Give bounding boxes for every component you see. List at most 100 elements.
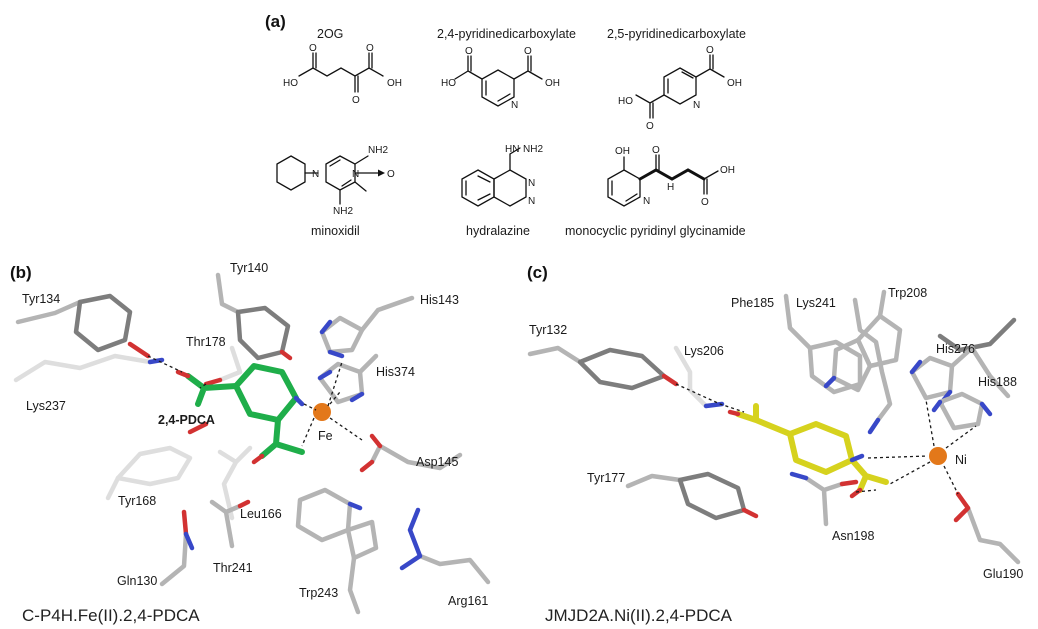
label-arg161: Arg161 [448,594,488,608]
metal-fe [313,403,331,421]
panel-a-label: (a) [265,12,286,31]
svg-text:OH: OH [727,78,742,89]
svg-text:N: N [693,100,700,111]
svg-text:O: O [352,95,360,106]
residue-thr241 [209,499,251,549]
ligand-24-pdca-c [727,403,889,499]
residue-his188 [931,345,1011,431]
label-his374: His374 [376,365,415,379]
label-tyr140: Tyr140 [230,261,268,275]
label-glu190: Glu190 [983,567,1023,581]
ligand-24-pdca-b [175,363,305,465]
bond-tyr134-pdca [147,355,183,373]
svg-text:NH2: NH2 [368,145,388,156]
structure-24-pdca: HO O O OH N [441,46,560,111]
structure-minoxidil: N N NH2 O NH2 [276,145,395,217]
residue-leu166 [217,445,253,521]
svg-text:O: O [701,197,709,208]
label-metal-fe: Fe [318,429,333,443]
structure-glycinamide: OH O H N O OH [607,145,735,208]
svg-text:N: N [312,169,319,180]
label-tyr132: Tyr132 [529,323,567,337]
svg-text:O: O [387,169,395,180]
residue-gln130 [159,509,195,587]
svg-text:O: O [465,46,473,57]
residue-his276 [909,317,1017,405]
residue-arg161 [399,507,491,585]
svg-text:N: N [528,196,535,207]
svg-text:NH2: NH2 [333,206,353,217]
label-tyr177: Tyr177 [587,471,625,485]
residue-lys237 [13,353,165,383]
svg-text:HN: HN [505,144,519,155]
svg-text:N: N [528,178,535,189]
compound-name-24-pdca: 2,4-pyridinedicarboxylate [437,27,576,41]
structure-hydralazine: HN NH2 N N [461,144,543,207]
svg-text:O: O [706,45,714,56]
label-thr241: Thr241 [213,561,253,575]
compound-name-glycinamide: monocyclic pyridinyl glycinamide [565,224,746,238]
compound-name-2og: 2OG [317,27,343,41]
svg-text:O: O [309,43,317,54]
residue-tyr134 [15,293,151,359]
residue-tyr132 [527,345,679,391]
residue-asp145 [359,433,463,473]
panel-a: (a) 2OG 2,4-pyridinedicarboxylate 2,5-py… [265,12,746,238]
residue-tyr168 [105,421,209,501]
label-tyr168: Tyr168 [118,494,156,508]
residue-tyr140 [215,272,293,361]
compound-name-hydralazine: hydralazine [466,224,530,238]
residue-thr178 [203,345,243,387]
svg-text:OH: OH [615,146,630,157]
label-trp208: Trp208 [888,286,927,300]
label-lys241: Lys241 [796,296,836,310]
label-asn198: Asn198 [832,529,874,543]
residue-lys206 [673,345,725,409]
svg-text:H: H [667,182,674,193]
panel-b: (b) [10,261,491,625]
structure-25-pdca: HO O OH O N [618,45,742,132]
label-ligand-24-pdca: 2,4-PDCA [158,413,215,427]
label-lys237: Lys237 [26,399,66,413]
label-his188: His188 [978,375,1017,389]
compound-name-25-pdca: 2,5-pyridinedicarboxylate [607,27,746,41]
residue-lys241 [852,297,893,435]
svg-text:N: N [643,196,650,207]
svg-text:OH: OH [387,78,402,89]
label-lys206: Lys206 [684,344,724,358]
atom-ho: HO [283,78,298,89]
panel-c-label: (c) [527,263,548,282]
residue-his374 [317,353,379,405]
label-thr178: Thr178 [186,335,226,349]
compound-name-minoxidil: minoxidil [311,224,360,238]
metal-ni [929,447,947,465]
label-leu166: Leu166 [240,507,282,521]
svg-text:N: N [511,100,518,111]
svg-text:OH: OH [545,78,560,89]
residue-trp208 [823,289,903,393]
svg-text:O: O [524,46,532,57]
label-gln130: Gln130 [117,574,157,588]
label-trp243: Trp243 [299,586,338,600]
caption-b: C-P4H.Fe(II).2,4-PDCA [22,606,200,625]
caption-c: JMJD2A.Ni(II).2,4-PDCA [545,606,733,625]
residue-asn198 [789,471,859,527]
bond-tyr132-pdca [675,383,745,413]
structure-2og: HO O O O OH [283,43,402,106]
svg-text:OH: OH [720,165,735,176]
label-his143: His143 [420,293,459,307]
svg-text:HO: HO [441,78,456,89]
svg-text:N: N [352,169,359,180]
residue-tyr177 [625,471,759,521]
label-metal-ni: Ni [955,453,967,467]
panel-c: (c) [527,263,1023,625]
label-tyr134: Tyr134 [22,292,60,306]
svg-text:O: O [646,121,654,132]
label-his276: His276 [936,342,975,356]
svg-text:O: O [366,43,374,54]
label-phe185: Phe185 [731,296,774,310]
svg-text:HO: HO [618,96,633,107]
residue-trp243 [295,487,379,615]
residue-his143 [319,295,415,359]
